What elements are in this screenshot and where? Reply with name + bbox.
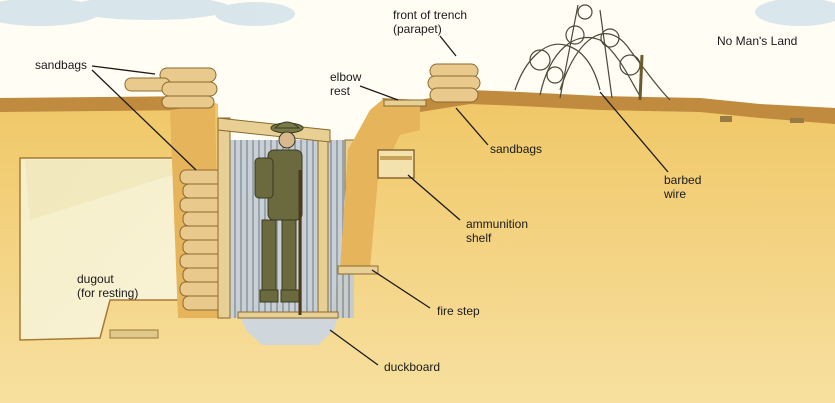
leader-lines	[91, 35, 669, 366]
label-ammunition-shelf: ammunition shelf	[466, 217, 529, 245]
sandbags-parapet	[427, 63, 481, 103]
label-fire-step: fire step	[437, 304, 480, 318]
label-duckboard: duckboard	[384, 360, 441, 374]
soldier	[254, 121, 304, 315]
sandbag-wall-left	[179, 169, 226, 311]
label-front-of-trench: front of trench (parapet)	[393, 8, 468, 36]
label-elbow-rest: elbow rest	[330, 70, 362, 98]
topsoil-left	[0, 96, 215, 112]
label-sandbags-left: sandbags	[35, 58, 88, 72]
fire-step	[337, 265, 379, 275]
ammunition-shelf-box	[377, 149, 415, 179]
label-dugout: dugout (for resting)	[77, 272, 139, 300]
duckboard-plank	[237, 311, 339, 319]
trench-front-wall	[340, 100, 420, 270]
debris	[720, 116, 804, 123]
sandbags-top-left	[124, 67, 218, 109]
clouds	[0, 0, 835, 26]
label-no-mans-land: No Man's Land	[717, 34, 798, 48]
label-barbed-wire: barbed wire	[664, 173, 702, 201]
elbow-rest	[383, 99, 427, 107]
topsoil-right	[382, 90, 835, 124]
label-sandbags-right: sandbags	[490, 142, 543, 156]
barbed-wire	[514, 4, 671, 101]
trench-floor	[240, 316, 338, 345]
